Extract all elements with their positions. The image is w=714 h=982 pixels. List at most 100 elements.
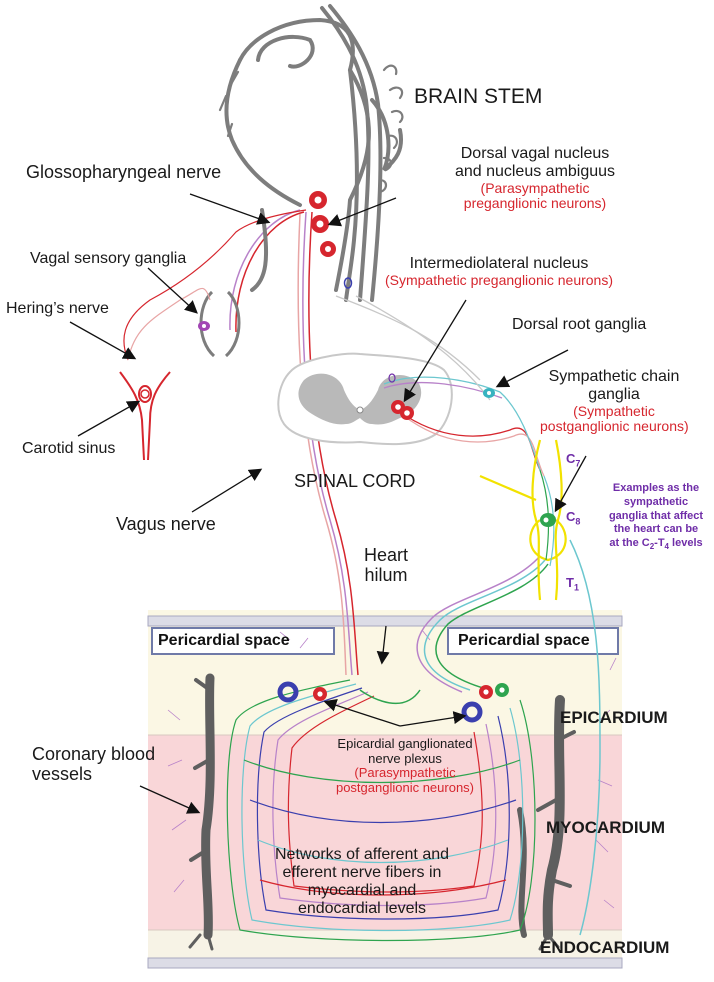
label-intermediolateral-sub: (Sympathetic preganglionic neurons) <box>384 271 613 288</box>
neurons <box>140 191 556 723</box>
label-c8: C8 <box>566 509 581 527</box>
label-epi-plexus-line2: nerve plexus <box>368 750 442 766</box>
label-networks-line1: Networks of afferent and <box>274 846 450 863</box>
label-networks-line3: myocardial and <box>307 881 417 899</box>
arrow-intermediolateral <box>403 299 467 403</box>
brainstem-neuron-1 <box>309 191 327 209</box>
label-t1-sub: 1 <box>573 582 579 593</box>
label-dorsal-vagal: Dorsal vagal nucleus and nucleus ambiguu… <box>430 145 640 212</box>
label-herings: Hering’s nerve <box>6 300 109 317</box>
label-dorsal-vagal-sub2: preganglionic neurons) <box>463 195 607 212</box>
dorsal-root-neuron <box>483 388 495 398</box>
label-examples-line4: the heart can be <box>613 523 699 536</box>
label-c8-sub: 8 <box>575 516 581 527</box>
label-networks-line2: efferent nerve fibers in <box>282 863 442 881</box>
epicardial-neuron-red-right <box>479 685 493 699</box>
intracardiac-fibers <box>226 679 536 942</box>
label-coronary: Coronary blood vessels <box>32 744 155 784</box>
label-symp-chain-line2: ganglia <box>588 385 640 403</box>
arrow-heart-hilum <box>376 625 390 665</box>
carotid-sinus <box>119 209 307 461</box>
epicardial-neuron-blue-left <box>277 681 299 703</box>
label-examples-5b: 2 <box>649 542 655 552</box>
label-vagal-sensory: Vagal sensory ganglia <box>30 250 187 267</box>
arrow-plexus-right <box>399 711 467 727</box>
arrow-dorsal-vagal <box>327 197 397 227</box>
heart-wall <box>147 610 623 969</box>
arrow-plexus-left <box>323 699 401 727</box>
annotation-arrows <box>69 193 587 814</box>
label-pericardial-right: Pericardial space <box>458 632 590 649</box>
vagal-sensory-neuron <box>198 321 210 331</box>
label-brain-stem: BRAIN STEM <box>414 85 543 108</box>
label-examples-line1: Examples as the <box>612 482 700 494</box>
label-intermediolateral: Intermediolateral nucleus (Sympathetic p… <box>384 255 614 289</box>
label-c7-sub: 7 <box>575 458 581 469</box>
epicardial-neuron-green <box>495 683 509 697</box>
carotid-neuron <box>140 389 150 399</box>
label-dorsal-vagal-line1: Dorsal vagal nucleus <box>460 145 610 162</box>
label-c8-letter: C <box>566 509 576 524</box>
label-intermediolateral-line1: Intermediolateral nucleus <box>409 255 589 272</box>
label-examples-5e: levels <box>669 537 703 549</box>
label-coronary-line2: vessels <box>32 764 93 785</box>
label-examples-5a: at the C <box>609 537 650 549</box>
myocardium-layer <box>148 735 622 930</box>
arrow-herings <box>69 321 137 360</box>
coronary-vessels <box>188 673 576 951</box>
label-epi-plexus: Epicardial ganglionated nerve plexus (Pa… <box>320 736 490 795</box>
label-examples-line3: ganglia that affect <box>608 509 704 522</box>
intermediolateral-neuron-2 <box>400 406 414 420</box>
label-examples: Examples as the sympathetic ganglia that… <box>598 482 714 552</box>
arrow-carotid <box>77 400 141 437</box>
epicardial-neuron-red-left <box>313 687 327 701</box>
sympathetic-ganglion-neuron <box>540 513 556 527</box>
label-epicardium: EPICARDIUM <box>560 708 668 727</box>
arrow-symp-chain <box>554 455 587 513</box>
label-heart-hilum: Heart hilum <box>356 545 416 585</box>
label-dorsal-root: Dorsal root ganglia <box>512 316 647 333</box>
label-epi-plexus-sub1: (Parasympathetic <box>354 765 456 781</box>
label-t1-letter: T <box>566 575 574 590</box>
label-c7-letter: C <box>566 451 576 466</box>
label-pericardial-left: Pericardial space <box>158 632 290 649</box>
label-dorsal-vagal-sub1: (Parasympathetic <box>480 179 590 196</box>
spinal-cord-section <box>277 352 453 446</box>
label-heart-hilum-line2: hilum <box>364 565 408 586</box>
pericardial-box-left <box>151 627 335 655</box>
pericardial-strip <box>147 615 623 627</box>
arrow-vagus <box>191 468 263 513</box>
label-networks-line4: endocardial levels <box>297 899 427 917</box>
label-epi-plexus-sub2: postganglionic neurons) <box>335 779 475 795</box>
arrow-glossopharyngeal <box>189 193 271 225</box>
cord-small-neuron <box>388 373 396 383</box>
label-spinal-cord: SPINAL CORD <box>294 471 416 491</box>
brainstem-neuron-2 <box>311 215 329 233</box>
brainstem-neuron-small <box>343 277 353 289</box>
brain-stem-folds <box>218 64 404 194</box>
label-examples-line5: at the C2-T4 levels <box>598 537 714 552</box>
label-heart-hilum-line1: Heart <box>363 545 408 565</box>
arrow-dorsal-root <box>495 349 569 388</box>
label-symp-chain-sub2: postganglionic neurons) <box>540 418 689 435</box>
label-symp-chain-sub1: (Sympathetic <box>573 402 655 419</box>
sympathetic-chain <box>479 439 567 601</box>
label-coronary-line1: Coronary blood <box>32 744 156 764</box>
arrow-coronary <box>139 785 201 814</box>
label-c7: C7 <box>566 451 581 469</box>
arrow-vagal-sensory <box>147 267 198 314</box>
label-endocardium: ENDOCARDIUM <box>540 938 670 957</box>
label-vagus: Vagus nerve <box>116 514 216 534</box>
brainstem-neuron-3 <box>320 241 336 257</box>
endocardial-lining <box>147 957 623 969</box>
label-examples-5d: 4 <box>664 542 669 552</box>
pericardial-box-right <box>447 627 619 655</box>
label-symp-chain-line1: Sympathetic chain <box>548 368 680 385</box>
label-examples-5c: -T <box>654 537 665 549</box>
label-symp-chain: Sympathetic chain ganglia (Sympathetic p… <box>540 368 689 435</box>
label-networks: Networks of afferent and efferent nerve … <box>248 846 476 918</box>
label-dorsal-vagal-line2: and nucleus ambiguus <box>454 162 616 180</box>
label-myocardium: MYOCARDIUM <box>546 818 665 837</box>
label-carotid: Carotid sinus <box>22 440 116 457</box>
